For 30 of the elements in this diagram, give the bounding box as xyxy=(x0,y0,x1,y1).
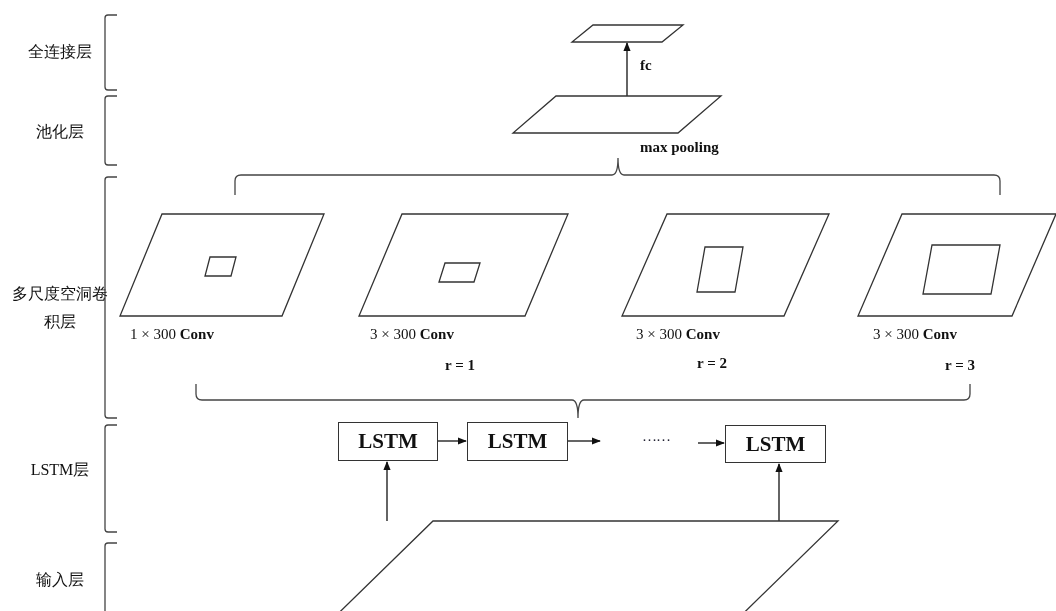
arrow xyxy=(383,461,391,522)
lstm-box: LSTM xyxy=(338,422,438,461)
layer-label: 多尺度空洞卷积层 xyxy=(11,284,109,332)
layer-label: 输入层 xyxy=(35,570,85,590)
layer-label: LSTM层 xyxy=(29,460,91,480)
parallelogram xyxy=(622,214,829,316)
layer-label: 池化层 xyxy=(35,122,85,142)
conv-label: 1 × 300 Conv xyxy=(130,326,214,343)
arrow xyxy=(697,439,725,447)
parallelogram xyxy=(120,214,324,316)
parallelogram xyxy=(513,96,721,133)
lstm-box: LSTM xyxy=(467,422,568,461)
parallelogram xyxy=(858,214,1056,316)
dilation-label: r = 3 xyxy=(945,357,975,374)
conv-label: 3 × 300 Conv xyxy=(636,326,720,343)
dilation-label: r = 1 xyxy=(445,357,475,374)
conv-label: 3 × 300 Conv xyxy=(873,326,957,343)
ellipsis-label: …… xyxy=(642,428,670,445)
arrow xyxy=(437,437,467,445)
layer-label: 全连接层 xyxy=(27,42,93,62)
parallelogram xyxy=(359,214,568,316)
parallelogram xyxy=(572,25,683,42)
arrow xyxy=(775,463,783,522)
parallelogram xyxy=(697,247,743,292)
operation-label: max pooling xyxy=(640,139,719,156)
arrow xyxy=(623,42,631,97)
conv-label: 3 × 300 Conv xyxy=(370,326,454,343)
dilation-label: r = 2 xyxy=(697,355,727,372)
lstm-box: LSTM xyxy=(725,425,826,463)
arrow xyxy=(567,437,601,445)
